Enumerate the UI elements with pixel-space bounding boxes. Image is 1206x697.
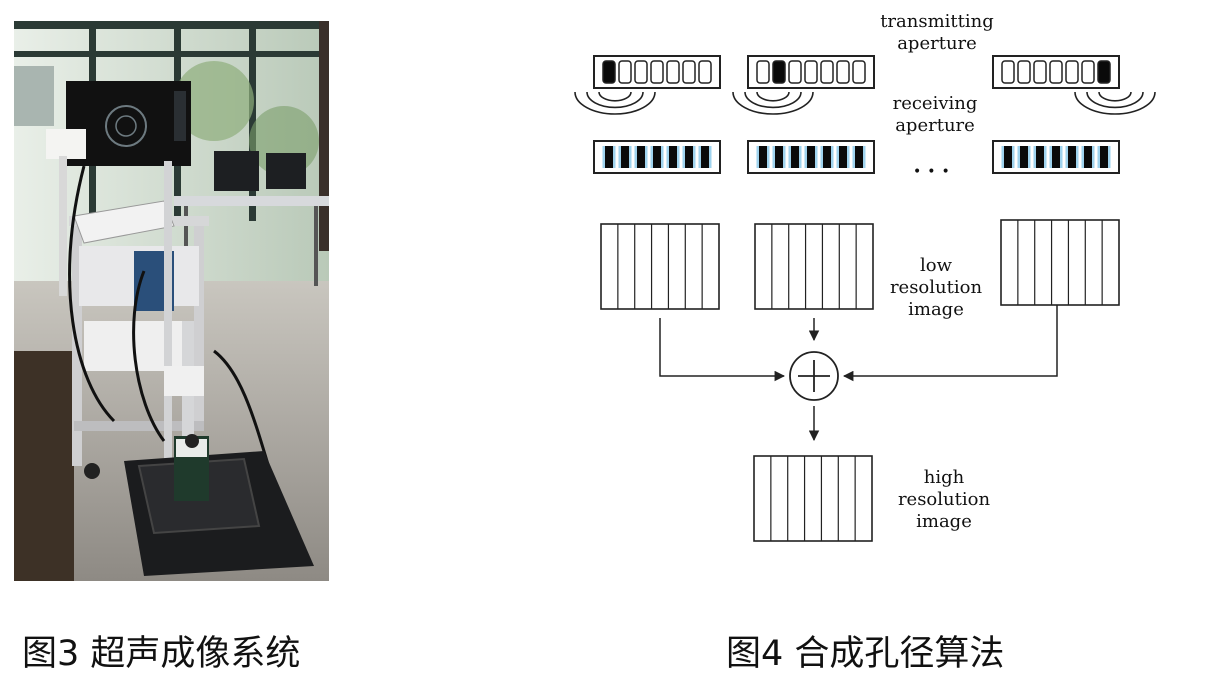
high-res-label-line1: high [924, 467, 965, 488]
receive-element [791, 146, 799, 168]
receive-element [839, 146, 847, 168]
wave-arc [574, 91, 656, 115]
low-res-panel [600, 223, 720, 310]
transmit-element [756, 60, 770, 84]
transmit-element [634, 60, 648, 84]
receive-element [1084, 146, 1092, 168]
receive-element [701, 146, 709, 168]
wave-arc [732, 91, 814, 115]
high-res-label: high resolution image [898, 467, 991, 532]
low-res-label-line2: resolution [890, 277, 983, 298]
receive-element [1052, 146, 1060, 168]
transmit-element [698, 60, 712, 84]
transmit-element [682, 60, 696, 84]
receive-element [1020, 146, 1028, 168]
high-res-label-line3: image [916, 511, 972, 532]
low-resolution-images [600, 219, 1120, 310]
receive-element [1036, 146, 1044, 168]
receive-element [855, 146, 863, 168]
wave-arc [1074, 91, 1156, 115]
figure-3-caption: 图3 超声成像系统 [22, 634, 301, 674]
synthetic-aperture-diagram: ••• transmitting aperture receiving aper… [560, 0, 1160, 560]
wave-arc [744, 91, 802, 109]
transmit-element [1033, 60, 1047, 84]
transmit-element [650, 60, 664, 84]
receiving-label-line1: receiving [893, 93, 978, 114]
transmit-element [602, 60, 616, 84]
receive-element [621, 146, 629, 168]
transmit-element [1097, 60, 1111, 84]
transmit-element [1001, 60, 1015, 84]
wave-arc [1098, 91, 1132, 102]
transmit-element [1017, 60, 1031, 84]
ultrasound-system-photo [14, 21, 329, 581]
ultrasound-waves [574, 91, 1156, 115]
summation-connectors [659, 305, 1058, 442]
wave-arc [586, 91, 644, 109]
transmitting-label: transmitting aperture [880, 11, 994, 54]
transmit-element [836, 60, 850, 84]
transmit-element [804, 60, 818, 84]
receive-element [759, 146, 767, 168]
receive-element [669, 146, 677, 168]
wave-arc [756, 91, 790, 102]
receiving-label-line2: aperture [895, 115, 975, 136]
receiving-label: receiving aperture [893, 93, 978, 136]
ellipsis: ••• [913, 164, 956, 180]
receive-element [807, 146, 815, 168]
receive-element [1004, 146, 1012, 168]
receive-element [685, 146, 693, 168]
receive-element [775, 146, 783, 168]
transmit-element [1081, 60, 1095, 84]
transmit-element [788, 60, 802, 84]
transmit-element [772, 60, 786, 84]
low-res-label: low resolution image [890, 255, 983, 320]
low-res-label-line3: image [908, 299, 964, 320]
receive-element [1068, 146, 1076, 168]
low-res-panel [1000, 219, 1120, 306]
transmit-element [666, 60, 680, 84]
transmit-element [1049, 60, 1063, 84]
transmit-element [852, 60, 866, 84]
high-res-label-line2: resolution [898, 489, 991, 510]
sum-node [789, 351, 839, 401]
transmit-element [618, 60, 632, 84]
right-connector [842, 305, 1058, 382]
wave-arc [598, 91, 632, 102]
receive-element [823, 146, 831, 168]
low-res-panel [754, 223, 874, 310]
transmit-element [1065, 60, 1079, 84]
receive-element [637, 146, 645, 168]
receiving-arrays [593, 140, 1120, 174]
high-res-panel [753, 455, 873, 542]
transmitting-label-line1: transmitting [880, 11, 994, 32]
transmitting-label-line2: aperture [897, 33, 977, 54]
left-connector [659, 318, 786, 382]
receive-element [1100, 146, 1108, 168]
wave-arc [1086, 91, 1144, 109]
transmit-element [820, 60, 834, 84]
low-res-label-line1: low [920, 255, 953, 276]
high-resolution-image [753, 455, 873, 542]
transmitting-arrays [593, 55, 1120, 89]
receive-element [653, 146, 661, 168]
figure-4-caption: 图4 合成孔径算法 [726, 634, 1005, 674]
receive-element [605, 146, 613, 168]
